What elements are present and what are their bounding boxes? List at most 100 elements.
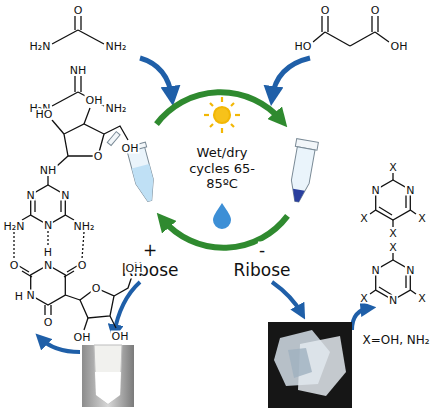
atom-label: NH₂ — [105, 103, 128, 114]
sun-icon — [210, 103, 213, 106]
crystal-photo — [268, 322, 352, 408]
melamine-ribose-structure — [57, 156, 68, 166]
atom-label: N — [371, 265, 381, 276]
outcome-arrow — [114, 282, 140, 334]
precipitate-photo — [94, 345, 122, 404]
pyrimidine-structure — [370, 173, 416, 227]
atom-label: X — [359, 213, 369, 224]
atom-label: N — [26, 290, 36, 301]
barbiturate-ribose-structure — [22, 271, 32, 277]
atom-label: X — [388, 162, 398, 173]
barbiturate-ribose-structure — [19, 265, 132, 330]
input-arrow — [272, 58, 310, 98]
atom-label: N — [43, 220, 53, 231]
melamine-ribose-structure — [84, 108, 90, 124]
melamine-ribose-structure — [52, 120, 64, 134]
melamine-ribose-structure — [22, 108, 128, 225]
hydrogen-bond — [13, 232, 14, 259]
triazine-structure — [370, 253, 416, 300]
atom-label: O — [9, 260, 20, 271]
urea-structure — [78, 30, 104, 44]
open-tube — [105, 125, 160, 208]
guanidine-structure — [80, 76, 81, 92]
sign-label: - — [258, 242, 266, 259]
melamine-ribose-structure — [22, 215, 31, 220]
atom-label: X — [388, 242, 398, 253]
atom-label: O — [93, 151, 104, 162]
input-arrow — [140, 58, 172, 98]
sun-icon — [204, 97, 240, 133]
malonic-acid-structure — [375, 32, 389, 42]
melamine-ribose-structure — [104, 126, 128, 140]
urea-structure — [52, 16, 104, 44]
malonic-acid-structure — [313, 16, 389, 46]
guanidine-structure — [78, 92, 104, 106]
atom-label: N — [388, 295, 398, 306]
atom-label: X — [417, 213, 427, 224]
urea-structure — [74, 16, 75, 30]
barbiturate-ribose-structure — [50, 305, 51, 315]
malonic-acid-structure — [321, 16, 322, 32]
barbiturate-ribose-structure — [44, 305, 45, 315]
malonic-acid-structure — [313, 32, 325, 42]
sun-icon — [214, 107, 230, 123]
barbiturate-ribose-structure — [31, 265, 66, 305]
hydrogen-bond — [82, 232, 84, 259]
atom-label: O — [320, 5, 331, 16]
barbiturate-ribose-structure — [65, 295, 80, 300]
sun-icon — [235, 114, 240, 116]
atom-label: O — [91, 283, 102, 294]
closed-tube — [288, 147, 315, 203]
urea-structure — [52, 30, 78, 44]
sun-icon — [221, 97, 223, 102]
barbiturate-ribose-structure — [114, 276, 132, 296]
malonic-acid-structure — [377, 16, 378, 32]
atom-label: H₂N — [3, 221, 26, 232]
barbiturate-ribose-structure — [19, 266, 29, 272]
sun-icon — [231, 103, 234, 106]
atom-label: H — [14, 291, 24, 302]
barbiturate-ribose-structure — [84, 318, 88, 330]
sun-icon — [221, 128, 223, 133]
atom-label: N — [43, 260, 53, 271]
water-drop — [213, 203, 231, 229]
barbiturate-ribose-structure — [67, 266, 77, 272]
malonic-acid-structure — [350, 32, 375, 46]
guanidine-structure — [52, 92, 78, 106]
atom-label: OH — [73, 332, 92, 343]
pyrimidine-structure — [410, 210, 416, 214]
atom-label: O — [370, 5, 381, 16]
reagent-label: Ribose — [232, 262, 291, 279]
atom-label: N — [60, 190, 70, 201]
outcome-arrow — [352, 308, 370, 330]
atom-label: OH — [121, 143, 140, 154]
guanidine-structure — [52, 76, 104, 106]
atom-label: NH₂ — [105, 41, 128, 52]
closed-tube — [286, 139, 318, 204]
pyrimidine-structure — [370, 210, 376, 214]
triazine-structure — [410, 290, 416, 294]
atom-label: X — [417, 293, 427, 304]
cycle-arrow — [157, 92, 282, 124]
precipitate-photo — [95, 372, 121, 404]
atom-label: O — [73, 5, 84, 16]
sign-label: + — [142, 242, 158, 259]
malonic-acid-structure — [371, 16, 372, 32]
urea-structure — [80, 16, 81, 30]
atom-label: HO — [294, 41, 313, 52]
hydrogen-bond — [47, 231, 48, 245]
guanidine-structure — [74, 76, 75, 92]
sun-icon — [210, 124, 213, 127]
atom-label: N — [26, 190, 36, 201]
atom-label: X — [388, 228, 398, 239]
sun-icon — [204, 114, 209, 116]
barbiturate-ribose-structure — [64, 271, 74, 277]
triazine-structure — [392, 253, 393, 260]
atom-label: H₂N — [29, 41, 52, 52]
precipitate-photo — [82, 345, 134, 407]
crystal-photo — [268, 322, 352, 408]
atom-label: X — [359, 293, 369, 304]
crystal-photo — [288, 348, 312, 378]
